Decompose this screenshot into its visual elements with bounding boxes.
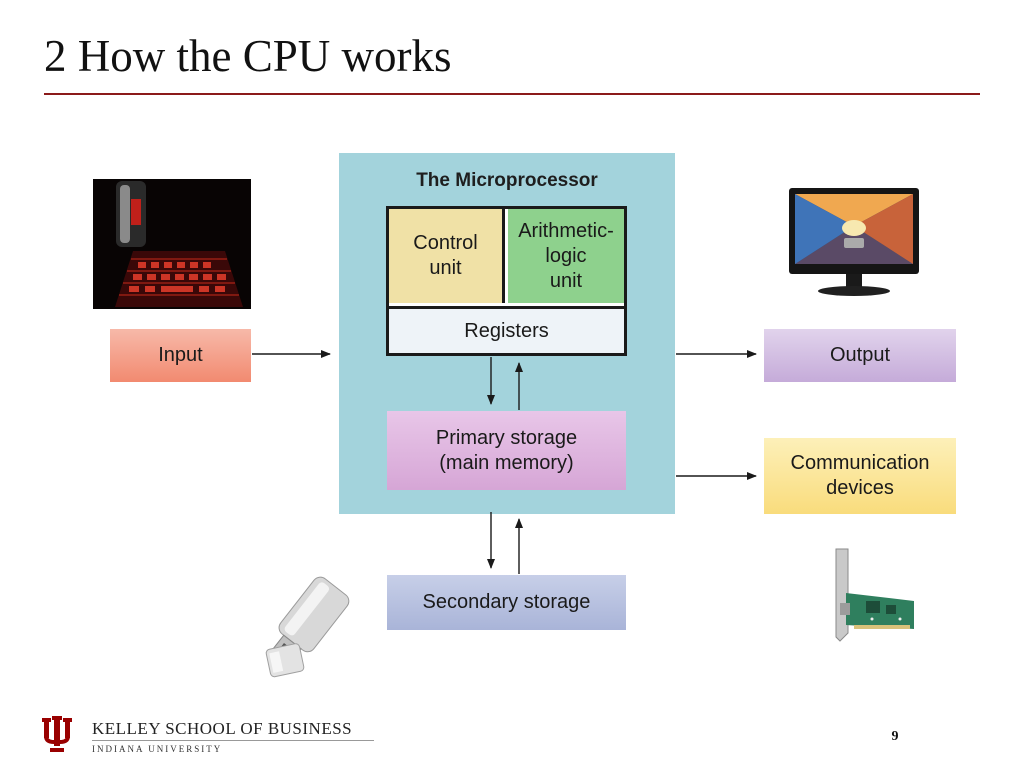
title-divider (44, 93, 980, 95)
secondary-storage-box: Secondary storage (387, 575, 626, 630)
alu-box: Arithmetic- logic unit (508, 209, 624, 303)
laser-keyboard-image (93, 179, 251, 309)
slide-title: 2 How the CPU works (44, 31, 452, 81)
iu-trident-logo (42, 716, 72, 752)
page-number: 9 (891, 729, 899, 744)
input-box: Input (110, 329, 251, 382)
usb-drive-image (265, 576, 350, 678)
footer-school-name: KELLEY SCHOOL OF BUSINESS (92, 719, 353, 738)
footer-university-name: INDIANA UNIVERSITY (92, 744, 223, 754)
footer-divider (92, 740, 374, 741)
microprocessor-title: The Microprocessor (416, 170, 598, 191)
output-box: Output (764, 329, 956, 382)
network-card-image (835, 548, 914, 642)
monitor-image (789, 188, 919, 296)
primary-storage-box: Primary storage (main memory) (387, 411, 626, 490)
control-unit-box: Control unit (389, 209, 505, 303)
communication-devices-box: Communication devices (764, 438, 956, 514)
registers-box: Registers (389, 306, 624, 353)
